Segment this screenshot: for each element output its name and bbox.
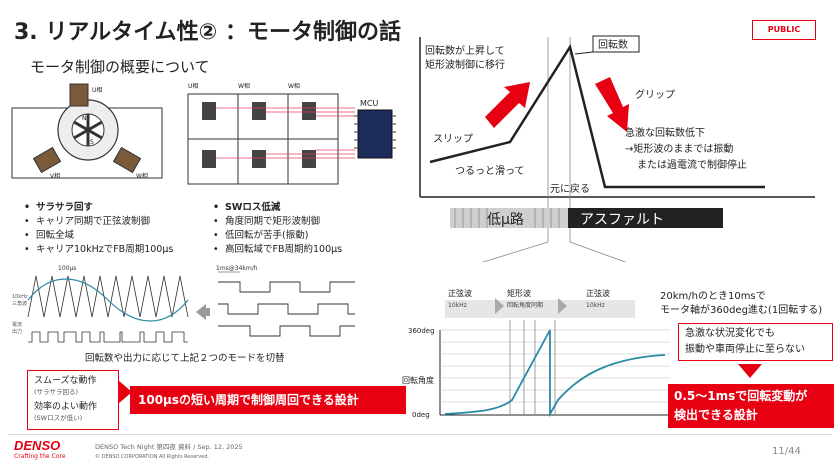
benefit-box: スムーズな動作 (サラサラ回る) 効率のよい動作 (SWロスが低い) bbox=[27, 370, 119, 430]
robustness-line-2: 振動や車両停止に至らない bbox=[685, 344, 805, 355]
s-pole-label: S bbox=[90, 139, 94, 146]
speed-graph: 回転数 回転数が上昇して 矩形波制御に移行 グリップ スリップ つるっと滑って … bbox=[419, 35, 815, 262]
y-axis-0: 0deg bbox=[412, 411, 430, 419]
denso-logo: DENSO bbox=[14, 438, 61, 453]
list-item: キャリア10kHzでFB周期100μs bbox=[24, 243, 173, 257]
low-mu-road-label: 低μ路 bbox=[487, 212, 524, 228]
rotation-callout: 回転数 bbox=[598, 38, 628, 51]
speed-note: 20km/hのとき10msで モータ軸が360deg進む(1回転する) bbox=[660, 290, 822, 318]
page-title: 3. リアルタイム性② ：モータ制御の話 bbox=[14, 20, 401, 45]
inverter-u-label: U相 bbox=[188, 82, 198, 90]
mcu-label: MCU bbox=[360, 99, 378, 108]
logo-tagline: Crafting the Core bbox=[14, 453, 66, 460]
section-subtitle: モータ制御の概要について bbox=[30, 58, 210, 76]
event-info: DENSO Tech Night 第四夜 資料 / Sep. 12, 2025 bbox=[95, 443, 243, 451]
period-label-left: 100μs bbox=[58, 265, 76, 272]
detection-conclusion: 0.5〜1msで回転変動が 検出できる設計 bbox=[668, 384, 834, 428]
list-item: 回転全域 bbox=[24, 229, 173, 243]
square-mode-list: SWロス低減 角度同期で矩形波制御 低回転が苦手(振動) 高回転域でFB周期約1… bbox=[213, 201, 342, 257]
period-label-right: 1ms@34km/h bbox=[216, 265, 258, 272]
coil-w-label: W相 bbox=[136, 172, 148, 180]
phase-sine-2-sub: 10kHz bbox=[586, 302, 605, 309]
y-axis-360: 360deg bbox=[408, 327, 435, 335]
phase-sine-1-sub: 10kHz bbox=[448, 302, 467, 309]
list-item: キャリア同期で正弦波制御 bbox=[24, 215, 173, 229]
public-badge: PUBLIC bbox=[752, 20, 816, 40]
speed-note-line-2: モータ軸が360deg進む(1回転する) bbox=[660, 305, 823, 316]
return-label: 元に戻る bbox=[550, 182, 590, 195]
output-axis-label: 電流 bbox=[12, 321, 22, 328]
drop-label-1: 急激な回転数低下 bbox=[625, 126, 705, 139]
footer-divider bbox=[8, 434, 832, 435]
benefit-efficient: 効率のよい動作 bbox=[34, 402, 98, 412]
slide-label: つるっと滑って bbox=[455, 165, 525, 177]
coil-v-label: V相 bbox=[50, 172, 60, 180]
waveform-diagram: 100μs 1ms@34km/h 10kHz 三角波 電流 出力 bbox=[12, 265, 355, 343]
robustness-box: 急激な状況変化でも 振動や車両停止に至らない bbox=[678, 323, 833, 361]
phase-square-sub: 回転角度同期 bbox=[507, 301, 543, 309]
n-pole-label: N bbox=[82, 115, 87, 122]
sine-mode-list: サラサラ回す キャリア同期で正弦波制御 回転全域 キャリア10kHzでFB周期1… bbox=[24, 201, 173, 257]
list-item: 低回転が苦手(振動) bbox=[213, 229, 342, 243]
page-number: 11/44 bbox=[772, 446, 801, 457]
motor-circuit-diagram: N S U相 V相 W相 U相 W相 W相 MCU bbox=[11, 82, 396, 185]
detection-line-2: 検出できる設計 bbox=[674, 408, 758, 422]
list-item: SWロス低減 bbox=[213, 201, 342, 215]
list-item: 高回転域でFB周期約100μs bbox=[213, 243, 342, 257]
grip-label: グリップ bbox=[635, 88, 675, 101]
copyright: © DENSO CORPORATION All Rights Reserved. bbox=[95, 454, 209, 460]
speed-rise-label-2: 矩形波制御に移行 bbox=[425, 58, 505, 71]
arrow-right-icon bbox=[118, 380, 132, 404]
y-axis-title: 回転角度 bbox=[402, 375, 434, 385]
control-cycle-conclusion: 100μsの短い周期で制御周回できる設計 bbox=[130, 386, 406, 414]
inverter-v-label: W相 bbox=[238, 82, 250, 90]
list-item: 角度同期で矩形波制御 bbox=[213, 215, 342, 229]
speed-note-line-1: 20km/hのとき10msで bbox=[660, 291, 766, 302]
output-axis-sub: 出力 bbox=[12, 328, 22, 335]
detection-line-1: 0.5〜1msで回転変動が bbox=[674, 389, 808, 403]
asphalt-label: アスファルト bbox=[580, 212, 664, 228]
benefit-smooth: スムーズな動作 bbox=[34, 376, 97, 386]
carrier-axis-label: 10kHz bbox=[12, 294, 28, 300]
mode-switch-caption: 回転数や出力に応じて上記２つのモードを切替 bbox=[85, 353, 285, 364]
phase-sine-1: 正弦波 bbox=[448, 288, 472, 298]
drop-label-2: →矩形波のままでは振動 bbox=[625, 142, 733, 155]
carrier-axis-sub: 三角波 bbox=[12, 300, 27, 307]
phase-sine-2: 正弦波 bbox=[586, 288, 610, 298]
list-item: サラサラ回す bbox=[24, 201, 173, 215]
inverter-w-label: W相 bbox=[288, 82, 300, 90]
benefit-efficient-sub: (SWロスが低い) bbox=[34, 414, 83, 422]
rotation-angle-graph: 正弦波 10kHz 矩形波 回転角度同期 正弦波 10kHz 360deg 回転… bbox=[402, 288, 670, 419]
slip-label: スリップ bbox=[433, 133, 473, 145]
robustness-line-1: 急激な状況変化でも bbox=[685, 328, 775, 339]
speed-rise-label: 回転数が上昇して bbox=[425, 44, 505, 57]
arrow-down-icon bbox=[738, 364, 762, 378]
phase-square: 矩形波 bbox=[507, 288, 531, 298]
drop-label-3: または過電流で制御停止 bbox=[637, 158, 747, 171]
coil-u-label: U相 bbox=[92, 86, 102, 94]
benefit-smooth-sub: (サラサラ回る) bbox=[34, 388, 79, 396]
